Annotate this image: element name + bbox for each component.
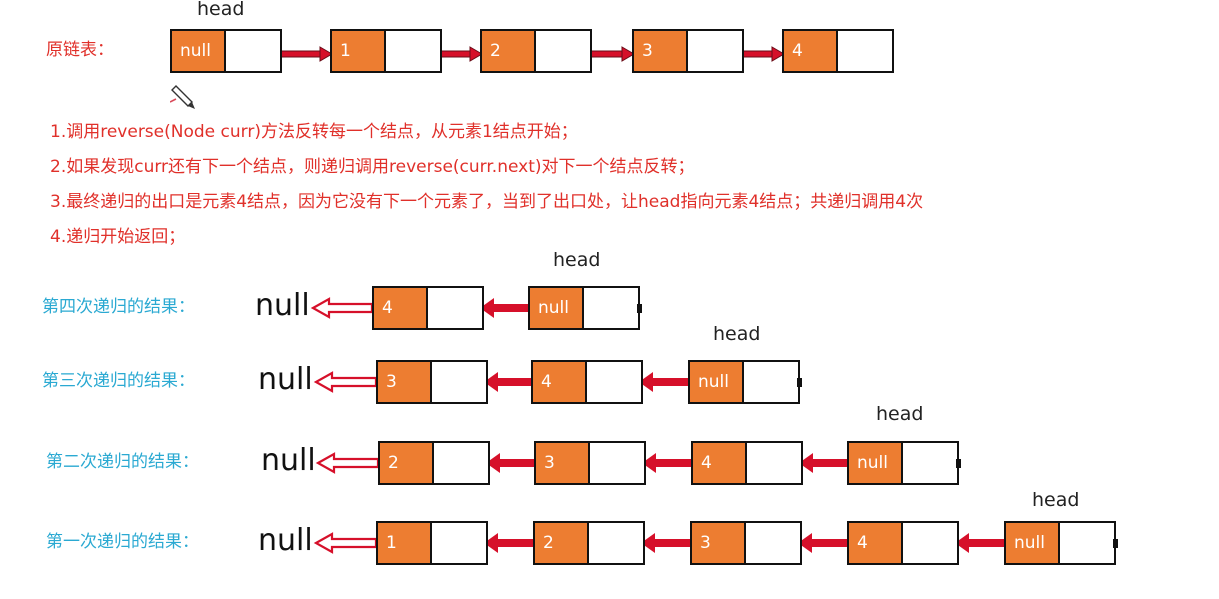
row-head-label-1: head [713, 323, 761, 345]
original-node-3: 3 [632, 29, 744, 73]
original-list-label: 原链表： [46, 40, 114, 60]
row-3-node-1: 2 [533, 521, 645, 565]
row-null-text-0: null [255, 288, 310, 323]
hollow-null-arrow-3 [313, 532, 378, 554]
node-value: 2 [380, 443, 434, 483]
row-null-text-3: null [258, 523, 313, 558]
node-value: 3 [378, 362, 432, 402]
row-1-arrow-2 [639, 372, 690, 392]
pencil-cursor-icon [170, 85, 195, 109]
original-node-4: 4 [782, 29, 894, 73]
original-arrow-3 [739, 46, 785, 62]
row-3-node-3: 4 [847, 521, 959, 565]
node-value: null [849, 443, 903, 483]
null-pointer-dot [797, 378, 802, 387]
top-head-label: head [197, 0, 245, 20]
row-1-node-2: null [688, 360, 802, 404]
null-pointer-dot [1113, 539, 1118, 548]
node-value: 4 [374, 288, 428, 328]
row-2-node-1: 3 [534, 441, 646, 485]
row-head-label-0: head [553, 249, 601, 271]
node-value: 4 [693, 443, 747, 483]
row-1-node-1: 4 [531, 360, 643, 404]
node-value: null [530, 288, 584, 328]
row-label-0: 第四次递归的结果： [42, 297, 195, 317]
step-4: 4.递归开始返回； [50, 227, 186, 247]
null-pointer-dot [956, 459, 961, 468]
row-2-node-0: 2 [378, 441, 490, 485]
node-value: 1 [332, 31, 386, 71]
null-pointer-dot [637, 304, 642, 313]
row-2-node-2: 4 [691, 441, 803, 485]
node-value: 4 [849, 523, 903, 563]
original-arrow-2 [587, 46, 635, 62]
row-null-text-2: null [261, 443, 316, 478]
hollow-null-arrow-0 [310, 297, 374, 319]
original-node-0: null [170, 29, 282, 73]
row-0-node-0: 4 [372, 286, 484, 330]
row-3-arrow-4 [955, 533, 1006, 553]
original-arrow-0 [277, 46, 333, 62]
row-3-node-0: 1 [376, 521, 488, 565]
original-node-1: 1 [330, 29, 442, 73]
row-0-arrow-1 [480, 298, 530, 318]
row-3-node-4: null [1004, 521, 1118, 565]
row-3-arrow-1 [484, 533, 535, 553]
row-label-2: 第二次递归的结果： [46, 452, 199, 472]
row-head-label-2: head [876, 403, 924, 425]
node-value: 1 [378, 523, 432, 563]
row-null-text-1: null [258, 362, 313, 397]
row-3-arrow-3 [798, 533, 849, 553]
node-value: 3 [634, 31, 688, 71]
row-1-arrow-1 [484, 372, 533, 392]
node-value: null [172, 31, 226, 71]
row-0-node-1: null [528, 286, 642, 330]
row-3-arrow-2 [641, 533, 692, 553]
row-label-3: 第一次递归的结果： [46, 532, 199, 552]
original-node-2: 2 [480, 29, 592, 73]
node-value: 3 [536, 443, 590, 483]
row-2-node-3: null [847, 441, 961, 485]
step-1: 1.调用reverse(Node curr)方法反转每一个结点，从元素1结点开始… [50, 122, 578, 142]
node-value: null [1006, 523, 1060, 563]
row-3-node-2: 3 [690, 521, 802, 565]
original-arrow-1 [437, 46, 483, 62]
row-2-arrow-3 [799, 453, 849, 473]
hollow-null-arrow-1 [313, 371, 378, 393]
row-head-label-3: head [1032, 489, 1080, 511]
node-value: 2 [535, 523, 589, 563]
row-2-arrow-1 [486, 453, 536, 473]
node-value: 4 [533, 362, 587, 402]
step-3: 3.最终递归的出口是元素4结点，因为它没有下一个元素了，当到了出口处，让head… [50, 192, 924, 212]
node-value: null [690, 362, 744, 402]
node-value: 2 [482, 31, 536, 71]
node-value: 4 [784, 31, 838, 71]
row-2-arrow-2 [642, 453, 693, 473]
hollow-null-arrow-2 [315, 452, 380, 474]
row-label-1: 第三次递归的结果： [42, 371, 195, 391]
row-1-node-0: 3 [376, 360, 488, 404]
step-2: 2.如果发现curr还有下一个结点，则递归调用reverse(curr.next… [50, 157, 695, 177]
node-value: 3 [692, 523, 746, 563]
